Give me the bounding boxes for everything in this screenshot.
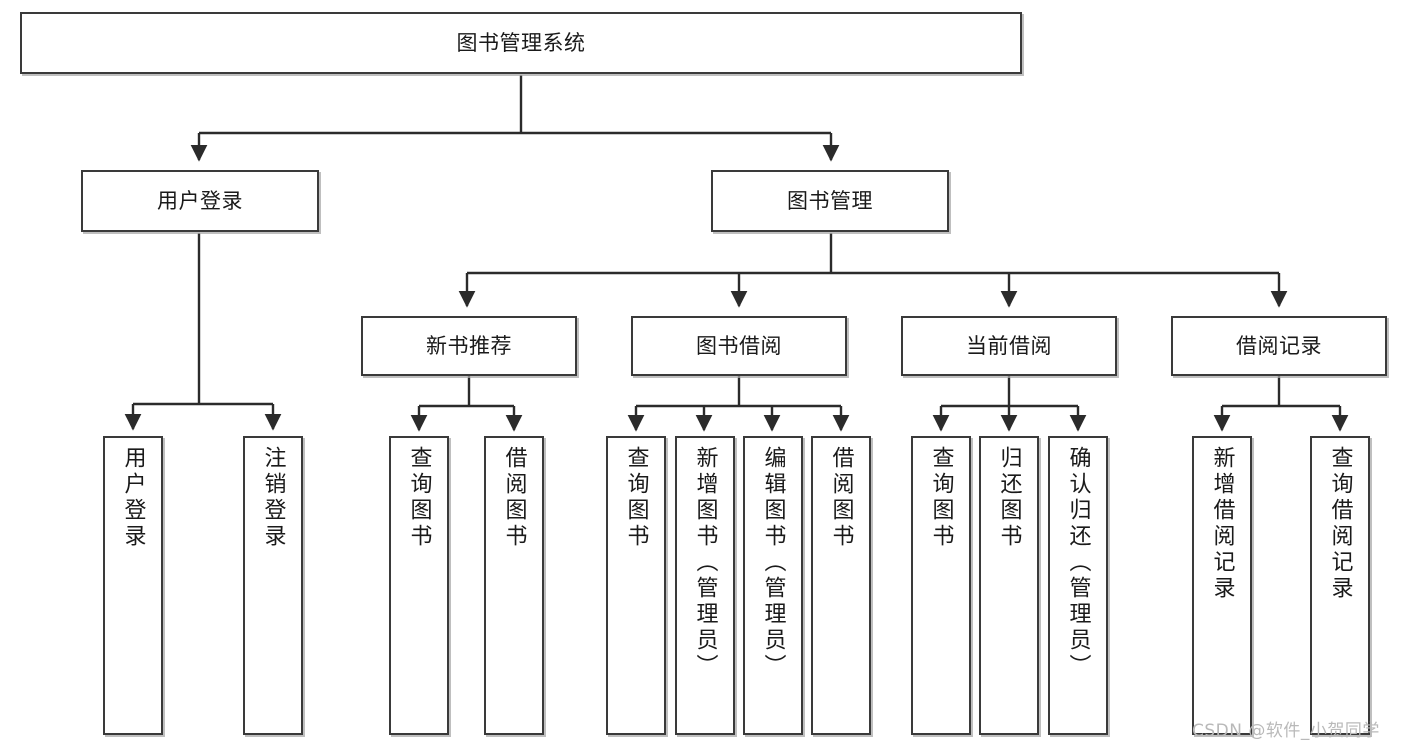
node-user-login[interactable]: 用户登录 xyxy=(81,170,319,232)
node-label: 新增图书（管理员） xyxy=(692,446,718,680)
leaf-recommend-borrow-book[interactable]: 借阅图书 xyxy=(484,436,544,735)
node-root-system[interactable]: 图书管理系统 xyxy=(20,12,1022,74)
node-label: 借阅记录 xyxy=(1236,333,1322,358)
node-label: 查询图书 xyxy=(928,446,954,550)
node-new-book-recommend[interactable]: 新书推荐 xyxy=(361,316,577,376)
node-label: 新增借阅记录 xyxy=(1209,446,1235,602)
node-label: 当前借阅 xyxy=(966,333,1052,358)
leaf-current-return-book[interactable]: 归还图书 xyxy=(979,436,1039,735)
node-current-borrow[interactable]: 当前借阅 xyxy=(901,316,1117,376)
node-label: 查询图书 xyxy=(623,446,649,550)
leaf-record-add[interactable]: 新增借阅记录 xyxy=(1192,436,1252,735)
node-label: 注销登录 xyxy=(260,446,286,550)
leaf-user-login[interactable]: 用户登录 xyxy=(103,436,163,735)
leaf-record-query[interactable]: 查询借阅记录 xyxy=(1310,436,1370,735)
node-label: 编辑图书（管理员） xyxy=(760,446,786,680)
node-label: 用户登录 xyxy=(157,188,243,213)
node-label: 查询图书 xyxy=(406,446,432,550)
leaf-current-query-book[interactable]: 查询图书 xyxy=(911,436,971,735)
node-label: 借阅图书 xyxy=(828,446,854,550)
node-book-borrow[interactable]: 图书借阅 xyxy=(631,316,847,376)
leaf-current-confirm-return[interactable]: 确认归还（管理员） xyxy=(1048,436,1108,735)
node-book-management[interactable]: 图书管理 xyxy=(711,170,949,232)
node-label: 图书管理系统 xyxy=(456,30,586,55)
leaf-user-logout[interactable]: 注销登录 xyxy=(243,436,303,735)
leaf-recommend-query-book[interactable]: 查询图书 xyxy=(389,436,449,735)
node-label: 确认归还（管理员） xyxy=(1065,446,1091,680)
leaf-borrow-query-book[interactable]: 查询图书 xyxy=(606,436,666,735)
node-label: 查询借阅记录 xyxy=(1327,446,1353,602)
node-label: 图书借阅 xyxy=(696,333,782,358)
csdn-watermark: CSDN @软件_小贺同学 xyxy=(1192,721,1380,741)
node-label: 图书管理 xyxy=(787,188,873,213)
leaf-borrow-edit-book[interactable]: 编辑图书（管理员） xyxy=(743,436,803,735)
node-borrow-record[interactable]: 借阅记录 xyxy=(1171,316,1387,376)
leaf-borrow-borrow-book[interactable]: 借阅图书 xyxy=(811,436,871,735)
leaf-borrow-add-book[interactable]: 新增图书（管理员） xyxy=(675,436,735,735)
node-label: 借阅图书 xyxy=(501,446,527,550)
node-label: 归还图书 xyxy=(996,446,1022,550)
node-label: 新书推荐 xyxy=(426,333,512,358)
node-label: 用户登录 xyxy=(120,446,146,550)
